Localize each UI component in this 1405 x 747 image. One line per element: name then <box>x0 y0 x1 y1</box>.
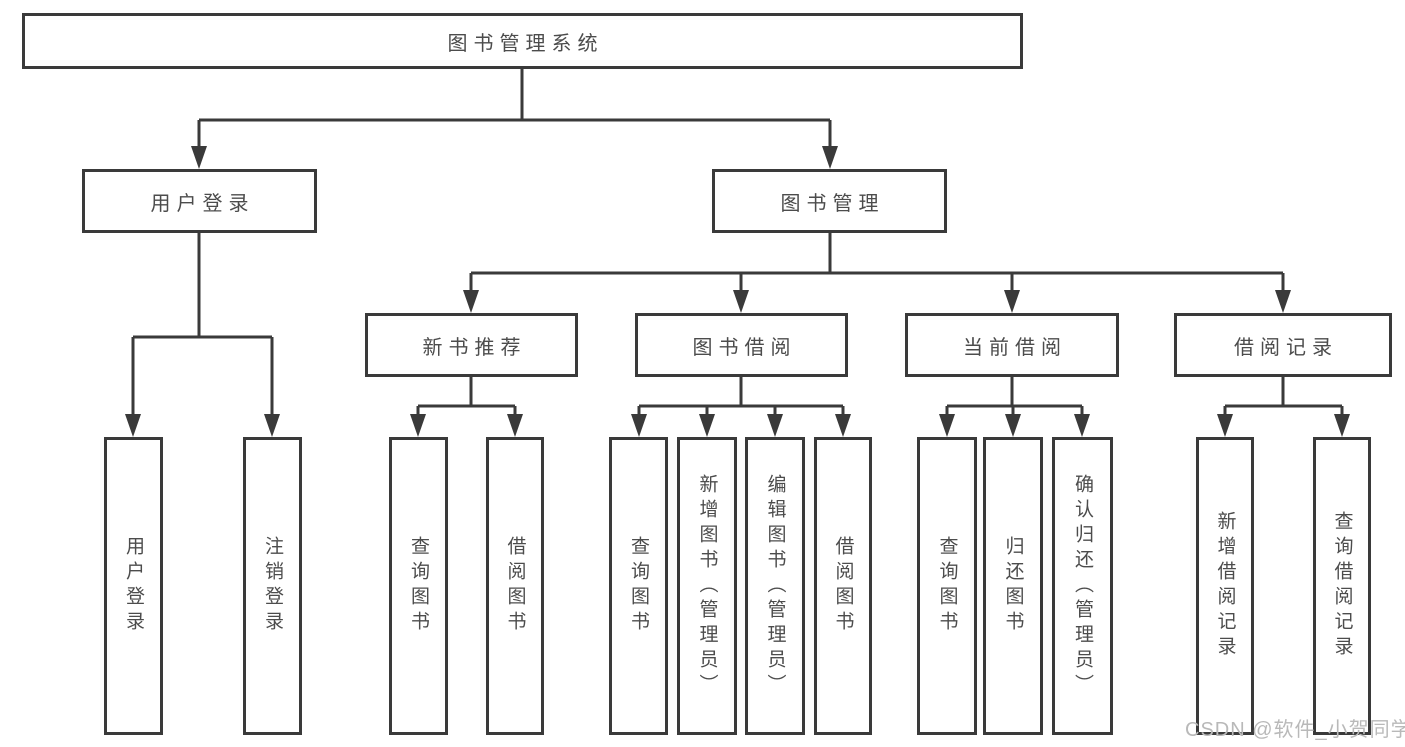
node-borrowing-records: 借阅记录 <box>1174 313 1392 377</box>
arrowhead <box>835 414 851 437</box>
csdn-watermark: CSDN @软件_小贺同学 <box>1185 719 1405 741</box>
node-new-book-recommend: 新书推荐 <box>365 313 578 377</box>
leaf-query-books-recommend: 查询图书 <box>389 437 448 735</box>
leaf-edit-book-admin: 编辑图书（管理员） <box>745 437 805 735</box>
node-book-management: 图书管理 <box>712 169 947 233</box>
leaf-add-borrow-record: 新增借阅记录 <box>1196 437 1254 735</box>
arrowhead <box>822 146 838 169</box>
node-library-management-system: 图书管理系统 <box>22 13 1023 69</box>
arrowhead <box>191 146 207 169</box>
arrowhead <box>1217 414 1233 437</box>
node-user-login: 用户登录 <box>82 169 317 233</box>
leaf-query-books-borrow: 查询图书 <box>609 437 668 735</box>
arrowhead <box>1004 290 1020 313</box>
arrowhead <box>264 414 280 437</box>
leaf-confirm-return-admin: 确认归还（管理员） <box>1052 437 1113 735</box>
leaf-query-books-current: 查询图书 <box>917 437 977 735</box>
arrowhead <box>1005 414 1021 437</box>
arrowhead <box>767 414 783 437</box>
leaf-return-books: 归还图书 <box>983 437 1043 735</box>
leaf-user-login: 用户登录 <box>104 437 163 735</box>
leaf-add-book-admin: 新增图书（管理员） <box>677 437 737 735</box>
node-current-borrowing: 当前借阅 <box>905 313 1119 377</box>
node-book-borrowing: 图书借阅 <box>635 313 848 377</box>
arrowhead <box>463 290 479 313</box>
arrowhead <box>939 414 955 437</box>
arrowhead <box>125 414 141 437</box>
arrowhead <box>699 414 715 437</box>
leaf-query-borrow-record: 查询借阅记录 <box>1313 437 1371 735</box>
arrowhead <box>733 290 749 313</box>
leaf-borrow-books-recommend: 借阅图书 <box>486 437 544 735</box>
leaf-logout: 注销登录 <box>243 437 302 735</box>
arrowhead <box>631 414 647 437</box>
arrowhead <box>410 414 426 437</box>
arrowhead <box>507 414 523 437</box>
arrowhead <box>1074 414 1090 437</box>
leaf-borrow-books: 借阅图书 <box>814 437 872 735</box>
arrowhead <box>1275 290 1291 313</box>
arrowhead <box>1334 414 1350 437</box>
